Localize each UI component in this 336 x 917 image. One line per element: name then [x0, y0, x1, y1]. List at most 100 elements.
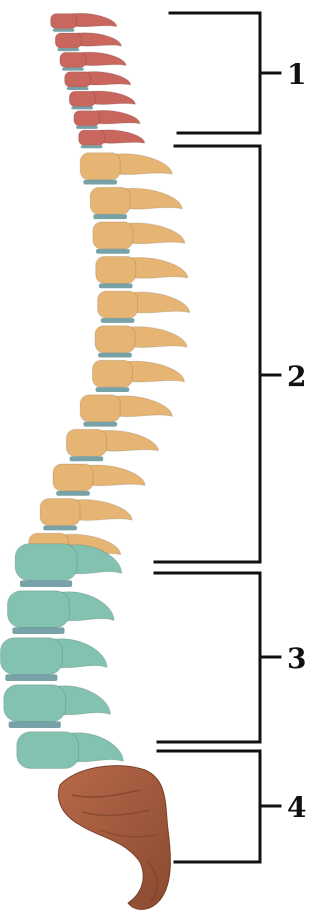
- spine-region-1: [51, 13, 145, 148]
- bracket-region-2: [155, 146, 260, 562]
- vertebra-thoracic: [66, 429, 158, 461]
- intervertebral-disc: [83, 422, 117, 427]
- vertebra-thoracic: [90, 187, 182, 219]
- vertebra-cervical: [65, 72, 131, 90]
- vertebra-thoracic: [96, 257, 188, 289]
- vertebra-thoracic: [40, 499, 132, 531]
- vertebra-body: [90, 187, 130, 214]
- vertebra-cervical: [55, 33, 121, 51]
- region-brackets: [155, 13, 280, 862]
- vertebra-process: [114, 396, 172, 417]
- vertebra-process: [129, 327, 187, 348]
- intervertebral-disc: [20, 580, 72, 587]
- vertebra-process: [130, 258, 188, 279]
- vertebra-process: [91, 91, 135, 104]
- region-label-3: 3: [287, 642, 306, 675]
- spine-region-3: [0, 544, 123, 769]
- vertebra-lumbar: [4, 685, 111, 728]
- vertebra-body: [74, 111, 100, 126]
- vertebra-body: [7, 591, 69, 628]
- vertebra-cervical: [69, 91, 135, 109]
- vertebra-body: [53, 464, 93, 491]
- intervertebral-disc: [67, 87, 89, 90]
- region-label-1: 1: [287, 58, 306, 91]
- vertebra-body: [80, 395, 120, 422]
- vertebra-lumbar: [17, 732, 124, 769]
- vertebra-thoracic: [92, 360, 184, 392]
- vertebra-body: [55, 33, 81, 48]
- vertebra-body: [15, 544, 77, 581]
- bracket-region-3: [155, 573, 260, 742]
- bracket-region-4: [158, 751, 260, 862]
- vertebra-thoracic: [80, 153, 172, 185]
- vertebra-process: [73, 13, 117, 26]
- vertebra-body: [79, 130, 105, 145]
- intervertebral-disc: [71, 106, 93, 109]
- region-label-4: 4: [287, 791, 306, 824]
- spine-region-2: [29, 153, 190, 565]
- vertebra-process: [124, 188, 182, 209]
- vertebra-cervical: [60, 52, 126, 70]
- vertebra-process: [114, 154, 172, 175]
- vertebra-thoracic: [98, 291, 190, 323]
- vertebra-thoracic: [93, 222, 185, 254]
- vertebra-process: [74, 500, 132, 521]
- vertebra-body: [96, 257, 136, 284]
- vertebra-body: [69, 91, 95, 106]
- vertebra-cervical: [74, 110, 140, 128]
- vertebra-thoracic: [80, 395, 172, 427]
- intervertebral-disc: [57, 48, 79, 51]
- spine-region-4: [58, 766, 170, 910]
- vertebra-process: [77, 33, 121, 46]
- vertebra-process: [87, 72, 131, 85]
- vertebra-body: [93, 222, 133, 249]
- vertebra-process: [87, 465, 145, 486]
- vertebra-body: [66, 429, 106, 456]
- intervertebral-disc: [76, 126, 98, 129]
- vertebra-process: [100, 430, 158, 451]
- vertebra-lumbar: [7, 591, 114, 634]
- vertebra-body: [40, 499, 80, 526]
- vertebra-body: [80, 153, 120, 180]
- intervertebral-disc: [81, 145, 103, 148]
- intervertebral-disc: [83, 180, 117, 185]
- intervertebral-disc: [101, 318, 135, 323]
- vertebra-cervical: [79, 130, 145, 148]
- vertebra-process: [126, 361, 184, 382]
- vertebra-body: [65, 72, 91, 87]
- vertebra-process: [82, 52, 126, 65]
- intervertebral-disc: [5, 674, 57, 681]
- intervertebral-disc: [70, 456, 104, 461]
- intervertebral-disc: [43, 526, 77, 531]
- sacrum-shape: [58, 766, 170, 910]
- vertebra-cervical: [51, 13, 117, 31]
- intervertebral-disc: [56, 491, 90, 496]
- vertebra-process: [132, 292, 190, 313]
- bracket-region-1: [170, 13, 260, 133]
- vertebra-body: [95, 326, 135, 353]
- vertebra-process: [127, 223, 185, 244]
- vertebra-thoracic: [95, 326, 187, 358]
- intervertebral-disc: [9, 721, 61, 728]
- vertebra-process: [96, 110, 140, 123]
- vertebra-body: [98, 291, 138, 318]
- vertebra-body: [0, 638, 62, 675]
- intervertebral-disc: [96, 387, 130, 392]
- intervertebral-disc: [93, 214, 127, 219]
- intervertebral-disc: [53, 29, 75, 32]
- region-label-2: 2: [287, 360, 306, 393]
- vertebra-body: [4, 685, 66, 722]
- vertebra-process: [101, 130, 145, 143]
- vertebra-lumbar: [0, 638, 107, 681]
- vertebral-column: [0, 13, 189, 909]
- intervertebral-disc: [96, 249, 130, 254]
- vertebra-thoracic: [53, 464, 145, 496]
- vertebra-body: [17, 732, 79, 769]
- vertebra-body: [60, 52, 86, 67]
- intervertebral-disc: [12, 627, 64, 634]
- intervertebral-disc: [98, 353, 132, 358]
- intervertebral-disc: [99, 284, 133, 289]
- intervertebral-disc: [62, 68, 84, 71]
- vertebra-body: [51, 14, 77, 29]
